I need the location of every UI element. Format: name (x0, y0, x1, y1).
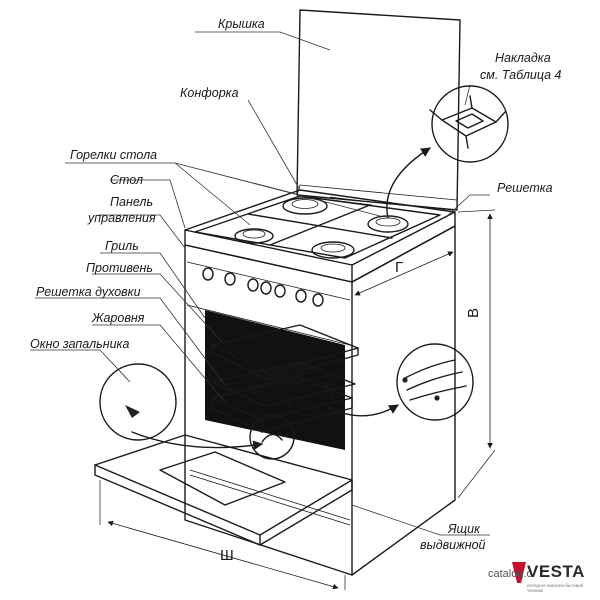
label-cover: Накладка (495, 51, 551, 65)
label-lid: Крышка (218, 17, 265, 31)
oven-tray (211, 324, 359, 381)
ignition-zoom-bubble (99, 363, 263, 451)
callout-leaders (30, 31, 490, 536)
knob (224, 272, 236, 286)
label-tray: Противень (86, 261, 153, 275)
dimension-width-label: Ш (220, 547, 234, 564)
dimension-width: Ш (99, 480, 346, 590)
knob (295, 289, 307, 303)
knob (247, 278, 259, 292)
oven-door (94, 434, 353, 546)
dimension-depth: Г (354, 251, 454, 296)
knob (260, 281, 272, 295)
knob (312, 293, 324, 307)
vesta-logo-icon (512, 562, 526, 583)
oven-rack (211, 361, 356, 407)
label-table-burners: Горелки стола (70, 148, 157, 162)
watermark-brand: VESTA (527, 562, 585, 581)
cooktop (184, 189, 456, 283)
dimension-height: В (457, 209, 496, 499)
label-oven-rack: Решетка духовки (36, 285, 141, 299)
dimension-depth-label: Г (395, 259, 403, 276)
burner (282, 197, 328, 215)
label-roaster: Жаровня (91, 311, 145, 325)
oven-cavity (205, 310, 359, 460)
rack-zoom-bubble (287, 343, 474, 421)
label-drawer-2: выдвижной (420, 538, 486, 552)
label-table: Стол (110, 173, 143, 187)
label-control-panel-2: управления (87, 211, 156, 225)
knob (274, 284, 286, 298)
label-cover-ref: см. Таблица 4 (480, 68, 562, 82)
label-ignition-window: Окно запальника (30, 337, 129, 351)
cover-zoom-bubble (386, 85, 509, 219)
oven-roaster (211, 377, 353, 433)
label-grill: Гриль (105, 239, 139, 253)
label-burner-cap: Конфорка (180, 86, 239, 100)
label-control-panel-1: Панель (110, 195, 153, 209)
watermark-catalog: catalog.o (488, 568, 533, 580)
control-knobs (202, 267, 324, 307)
burner (234, 228, 274, 244)
burner (311, 241, 355, 259)
knob (202, 267, 214, 281)
lid-panel (296, 9, 461, 211)
dimension-height-label: В (465, 308, 482, 318)
watermark-brand-sub: интернет-магазин бытовой техники (527, 583, 583, 593)
label-grate: Решетка (497, 181, 553, 195)
label-drawer-1: Ящик (447, 522, 481, 536)
